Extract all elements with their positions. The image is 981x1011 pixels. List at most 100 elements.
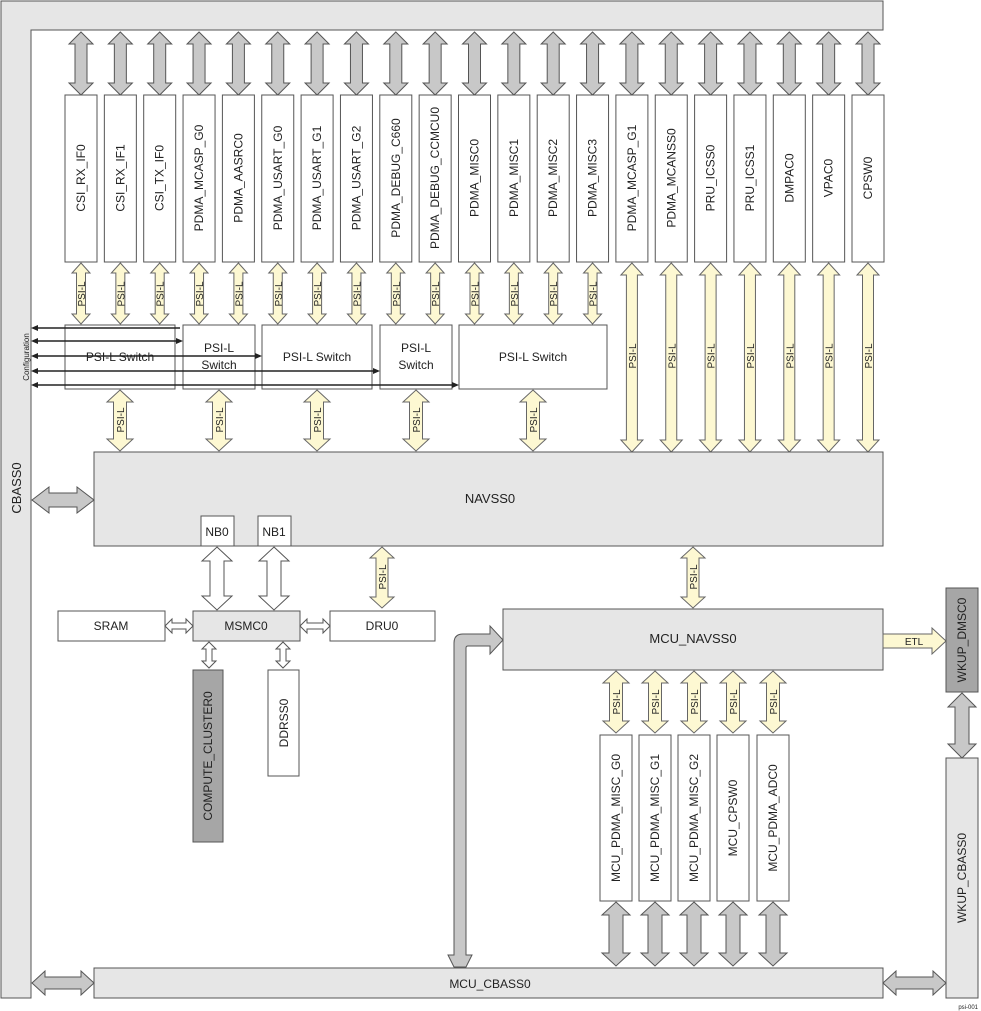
bus-arrow-mcu [600,901,632,967]
peripheral-label: PRU_ICSS1 [743,144,757,211]
peripheral-label: PDMA_MISC0 [468,139,482,217]
dru0-block [329,610,436,642]
peripheral-block [221,94,255,263]
bus-arrow-top [225,31,252,96]
psil-link-label: PSI-L [529,407,540,432]
psil-link-label: PSI-L [116,407,127,432]
bus-arrow-top [658,31,685,96]
sram-block [57,610,166,642]
wkup-dmsc-cbass-arrow [946,692,978,759]
wkup-dmsc0-label: WKUP_DMSC0 [955,597,969,682]
psil-switch-group: Configuration PSI-L Switch PSI-L Switch … [22,324,608,390]
bus-arrow-top [579,31,606,96]
bus-arrow-top [618,31,646,96]
psil-link-mcu [679,670,709,734]
psil-link-label: PSI-L [471,281,482,306]
psil-link-label: PSI-L [612,689,623,714]
peripheral-label: DMPAC0 [782,153,796,202]
msmc0-label: MSMC0 [224,619,268,633]
psil-link-label: PSI-L [392,281,403,306]
psil-switch-5-label: PSI-L Switch [499,350,567,364]
peripheral-block [261,94,295,263]
nb0-msmc-arrow [200,546,234,611]
psil-link-switch-navss [105,389,135,452]
psil-link-mcu [758,670,788,734]
mcu-cbass0-block [93,967,884,999]
psil-link-label: PSI-L [431,281,442,306]
psil-link-short [582,262,603,325]
psil-link-switch-navss [401,389,431,452]
peripheral-block [851,94,885,263]
peripheral-label: PDMA_MCASP_G0 [192,124,206,231]
peripheral-block [379,94,413,263]
psil-link-label: PSI-L [785,343,796,368]
compute-cluster0-label: COMPUTE_CLUSTER0 [201,691,215,821]
bus-arrow-top [264,31,291,96]
cbass-mcu-cbass-arrow [31,969,95,997]
psil-switch-3 [261,324,373,390]
bus-arrow-top [67,31,95,96]
psil-link-label: PSI-L [825,343,836,368]
sram-msmc-arrow [164,617,194,635]
cbass0-label: CBASS0 [9,462,24,513]
peripheral-label: PDMA_DEBUG_CCMCU0 [428,107,442,249]
peripheral-label: PDMA_DEBUG_C660 [389,118,403,238]
psil-link-label: PSI-L [195,281,206,306]
peripheral-block [536,94,570,263]
peripheral-block [772,94,806,263]
nb1-label: NB1 [262,525,286,539]
bus-arrow-top [185,31,213,96]
mcu-peripheral-label: MCU_PDMA_ADC0 [766,764,780,872]
peripheral-block [615,94,649,263]
bus-arrow-mcu [757,901,789,967]
configuration-arrowheads [31,325,459,388]
nb1-msmc-arrow [257,546,291,611]
navss-mcu-psil-label: PSI-L [689,564,700,589]
bus-arrow-top [539,31,567,96]
mcu-peripheral-label: MCU_PDMA_MISC_G2 [687,754,701,882]
psil-switch-1-label: PSI-L Switch [86,350,154,364]
navss-mcu-navss-link: PSI-L [679,546,707,609]
psil-link-mcu [601,670,631,734]
configuration-label: Configuration [22,333,31,381]
peripheral-label: CSI_RX_IF0 [74,144,88,212]
top-peripheral-group: CSI_RX_IF0PSI-LCSI_RX_IF1PSI-LCSI_TX_IF0… [64,31,885,453]
peripheral-block [812,94,846,263]
psil-switch-4 [379,324,453,390]
mcu-peripheral-block [677,734,711,902]
psil-link-label: PSI-L [352,281,363,306]
psil-switch-4-label-line1: PSI-L [401,341,431,355]
navss0-label: NAVSS0 [465,491,515,506]
peripheral-block [576,94,610,263]
psil-link-label: PSI-L [116,281,127,306]
psil-link-short [464,262,485,325]
psil-link-label: PSI-L [651,689,662,714]
psil-link-label: PSI-L [549,281,560,306]
psil-link-short [228,262,249,325]
psil-link-short [110,262,131,325]
peripheral-block [458,94,491,263]
bus-arrow-top [736,31,764,96]
psil-link-label: PSI-L [510,281,521,306]
peripheral-block [694,94,728,263]
bus-arrow-top [500,31,528,96]
psil-link-label: PSI-L [234,281,245,306]
wkup-cbass0-block [945,757,979,999]
psil-link-short [188,262,210,325]
mcu-cbass-wkup-cbass-arrow [882,969,947,997]
peripheral-label: CSI_TX_IF0 [153,145,167,211]
mcu-navss0-block [502,608,884,671]
mcu-peripheral-block [756,734,790,902]
psil-link-label: PSI-L [628,343,639,368]
psil-link-switch-navss [204,389,234,452]
bus-arrow-top [382,31,410,96]
figure-id: psi-001 [958,1005,978,1011]
peripheral-block [654,94,688,263]
sram-label: SRAM [94,619,129,633]
psil-link-mcu [640,670,670,734]
peripheral-label: PDMA_MISC1 [507,139,521,217]
peripheral-block [64,94,98,263]
psil-link-short [267,262,288,325]
psil-link-short [149,262,170,325]
